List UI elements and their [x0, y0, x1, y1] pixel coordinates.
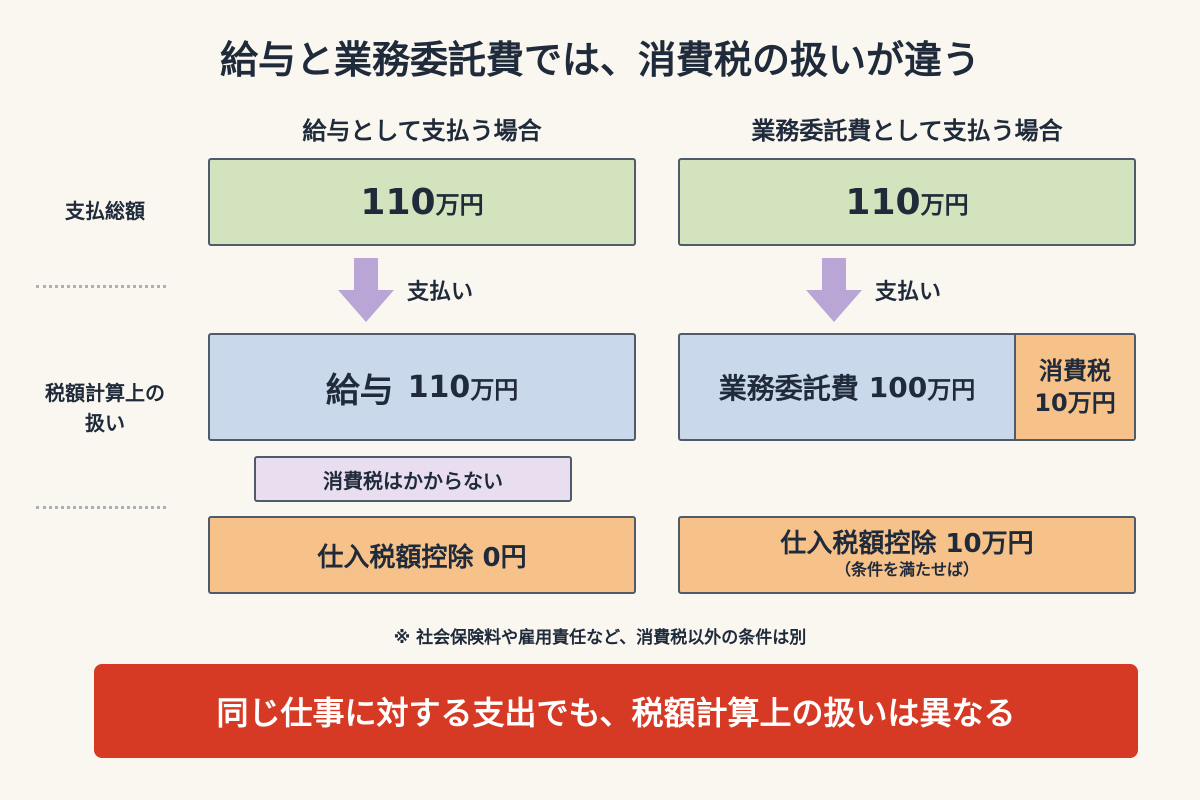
- contract-deduction-box: 仕入税額控除 10万円 （条件を満たせば）: [678, 516, 1136, 594]
- consumption-tax-value: 10万円: [1034, 389, 1116, 417]
- contract-total-unit: 万円: [920, 190, 969, 219]
- contract-fee-unit: 万円: [927, 375, 976, 404]
- salary-total-number: 110: [360, 181, 436, 223]
- contract-deduction-condition: （条件を満たせば）: [834, 560, 979, 580]
- salary-down-arrow-icon: [338, 258, 394, 322]
- conclusion-banner: 同じ仕事に対する支出でも、税額計算上の扱いは異なる: [94, 664, 1138, 758]
- contract-fee-number: 100: [868, 370, 928, 404]
- row-label-treatment: 税額計算上の 扱い: [20, 368, 190, 448]
- salary-number: 110: [407, 369, 471, 405]
- contract-total-number: 110: [845, 181, 921, 223]
- row-label-treatment-line1: 税額計算上の: [45, 381, 165, 405]
- consumption-tax-segment: 消費税 10万円: [1014, 335, 1134, 439]
- salary-deduction-box: 仕入税額控除 0円: [208, 516, 636, 594]
- salary-label: 給与: [325, 370, 394, 411]
- row-separator-2: [36, 506, 166, 509]
- contract-arrow-label: 支払い: [874, 280, 941, 305]
- row-separator-1: [36, 285, 166, 288]
- salary-unit: 万円: [470, 375, 519, 404]
- salary-arrow-label: 支払い: [406, 280, 473, 305]
- contract-deduction-text: 仕入税額控除 10万円: [780, 529, 1034, 559]
- row-label-total: 支払総額: [65, 199, 145, 223]
- footnote: ※ 社会保険料や雇用責任など、消費税以外の条件は別: [393, 627, 807, 648]
- no-consumption-tax-note: 消費税はかからない: [254, 456, 572, 502]
- column-header-contract: 業務委託費として支払う場合: [751, 116, 1063, 145]
- row-label-treatment-line2: 扱い: [85, 411, 125, 435]
- page-title: 給与と業務委託費では、消費税の扱いが違う: [219, 37, 980, 82]
- contract-down-arrow-icon: [806, 258, 862, 322]
- salary-total-unit: 万円: [435, 190, 484, 219]
- consumption-tax-label: 消費税: [1039, 356, 1111, 385]
- column-header-salary: 給与として支払う場合: [302, 116, 542, 145]
- contract-fee-label: 業務委託費: [718, 372, 859, 405]
